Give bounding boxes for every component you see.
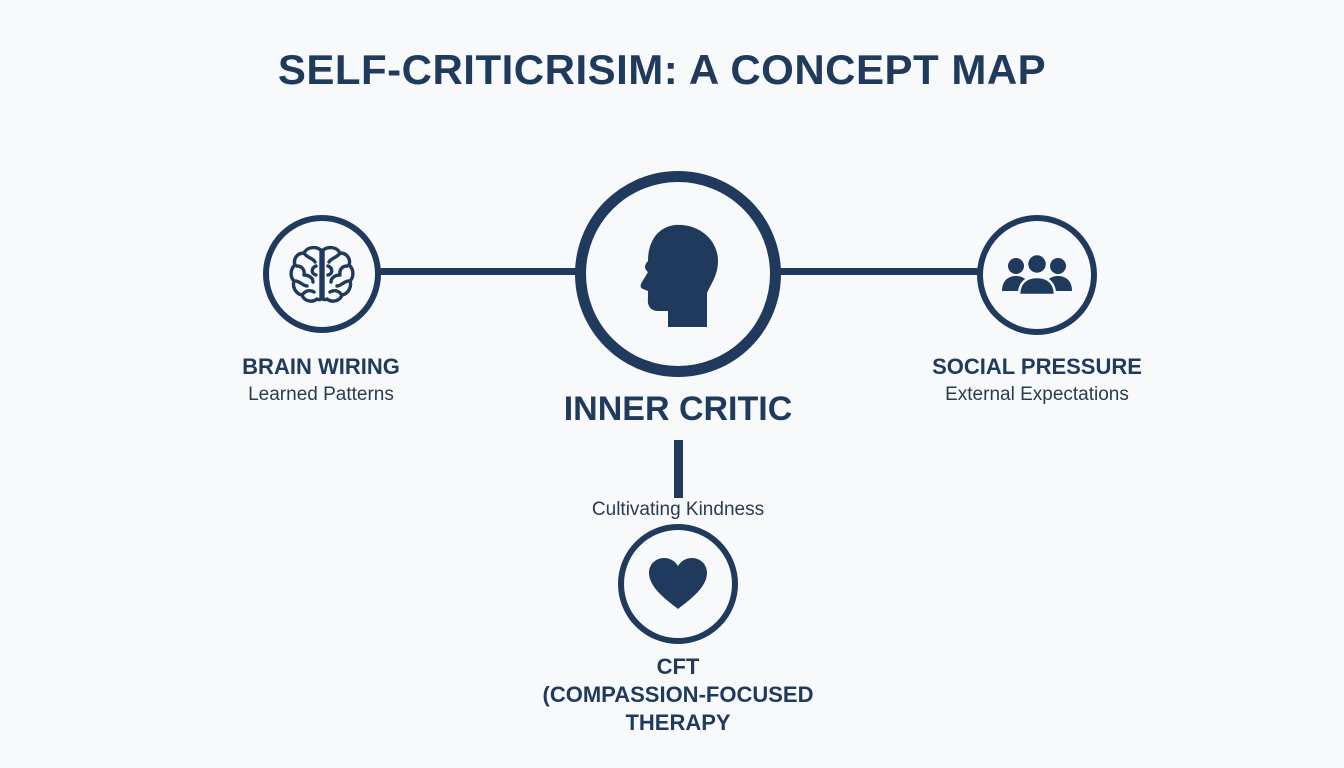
brain-icon [289,245,355,303]
connector-center-to-cft [674,440,683,498]
social-pressure-subtitle: External Expectations [945,384,1129,405]
cft-title-line-2: (COMPASSION-FOCUSED [542,682,814,707]
connector-center-to-social [776,268,982,275]
cft-title-line-1: CFT [656,654,700,679]
heart-icon [649,558,707,609]
cft-title-line-3: THERAPY [625,710,731,735]
head-profile-icon [640,224,718,327]
page-title: SELF-CRITICRISIM: A CONCEPT MAP [277,46,1047,93]
node-social-pressure [977,215,1097,335]
node-inner-critic [575,171,781,377]
edge-label-cultivating-kindness: Cultivating Kindness [591,499,765,520]
node-cft [618,524,738,644]
brain-wiring-title: BRAIN WIRING [242,354,400,379]
inner-critic-title: INNER CRITIC [563,390,793,428]
people-group-icon [1002,253,1072,297]
brain-wiring-subtitle: Learned Patterns [248,384,394,405]
node-brain-wiring [263,215,381,333]
social-pressure-title: SOCIAL PRESSURE [932,354,1142,379]
connector-brain-to-center [378,268,584,275]
